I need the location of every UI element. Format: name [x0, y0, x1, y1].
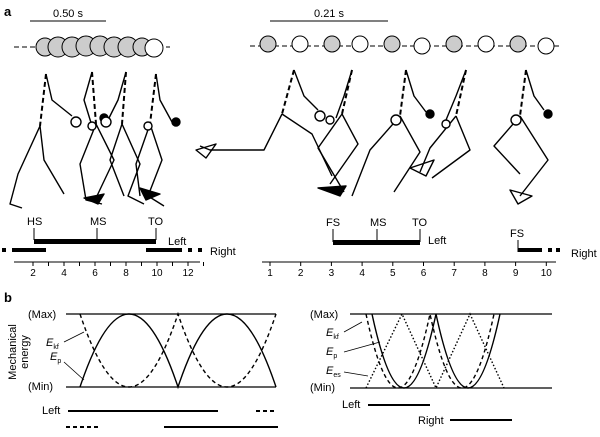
run-event-to: TO: [412, 217, 428, 229]
walk-axis-tick-label: 10: [151, 268, 163, 279]
run-energy-right-label: Right: [418, 415, 444, 427]
run-axis-tick-label: 6: [421, 268, 427, 279]
energy-label-line2: energy: [19, 335, 31, 369]
run-axis-tick-label: 8: [482, 268, 488, 279]
run-ep-label: Ep: [326, 346, 337, 360]
walk-event-markers: HS MS TO Left Right: [2, 216, 236, 258]
walk-ep-curve: [79, 311, 277, 388]
run-head-track: [250, 35, 560, 55]
walk-axis-tick-label: 4: [61, 268, 67, 279]
walk-axis-tick-label: 2: [30, 268, 36, 279]
run-energy-plot: (Max) (Min) Ekf Ep Ees Left Right: [310, 309, 552, 427]
walk-axis-tick-label: 8: [123, 268, 129, 279]
run-max-label: (Max): [310, 309, 338, 321]
run-axis-tick-label: 4: [359, 268, 365, 279]
walk-energy-plot: (Max) (Min) Ekf Ep Left: [28, 309, 278, 428]
walk-energy-left-label: Left: [42, 405, 60, 417]
run-min-label: (Min): [310, 382, 335, 394]
run-left-label: Left: [428, 235, 446, 247]
walk-event-ms: MS: [90, 216, 107, 228]
run-axis-tick-label: 5: [390, 268, 396, 279]
walk-event-hs: HS: [27, 216, 42, 228]
run-ekf-curve: [371, 313, 501, 389]
run-axis-tick-label: 9: [513, 268, 519, 279]
run-event-ms: MS: [370, 217, 387, 229]
walk-ep-label: Ep: [50, 351, 61, 365]
run-ees-curve: [365, 312, 505, 390]
run-axis-tick-label: 10: [541, 268, 553, 279]
walk-stick-figures: [9, 71, 181, 209]
run-stick-figures: [195, 69, 553, 205]
run-event-markers: FS MS TO Left FS Right: [326, 217, 597, 260]
run-axis-tick-label: 3: [329, 268, 335, 279]
run-ekf-label: Ekf: [326, 327, 339, 341]
walk-time-scale: 0.50 s: [30, 8, 106, 22]
run-right-label: Right: [571, 248, 597, 260]
run-ep-curve: [365, 313, 495, 389]
panel-b-letter: b: [4, 290, 12, 305]
walk-left-label: Left: [168, 236, 186, 248]
run-energy-left-label: Left: [342, 399, 360, 411]
energy-axis-label: Mechanical energy: [7, 324, 31, 380]
walk-frame-axis: 2 4 6 8 10 12: [14, 261, 204, 279]
energy-label-line1: Mechanical: [7, 324, 19, 380]
walk-right-label: Right: [210, 246, 236, 258]
walk-max-label: (Max): [28, 309, 56, 321]
run-axis-tick-label: 1: [267, 268, 273, 279]
run-ees-label: Ees: [326, 365, 341, 379]
run-scale-label: 0.21 s: [314, 8, 344, 20]
panel-a-letter: a: [4, 4, 12, 19]
run-event-fs-second: FS: [510, 228, 524, 240]
run-axis-tick-label: 2: [298, 268, 304, 279]
walk-axis-tick-label: 12: [182, 268, 194, 279]
walk-scale-label: 0.50 s: [53, 8, 83, 20]
run-event-fs: FS: [326, 217, 340, 229]
walk-axis-tick-label: 6: [92, 268, 98, 279]
run-frame-axis: 1 2 3 4 5 6 7 8 9 10: [262, 261, 556, 279]
walk-head-track: [14, 35, 170, 58]
run-time-scale: 0.21 s: [270, 8, 388, 22]
run-axis-tick-label: 7: [451, 268, 457, 279]
walk-ekf-curve: [79, 313, 277, 390]
walk-event-to: TO: [148, 216, 164, 228]
walk-min-label: (Min): [28, 381, 53, 393]
walk-ekf-label: Ekf: [46, 337, 59, 351]
